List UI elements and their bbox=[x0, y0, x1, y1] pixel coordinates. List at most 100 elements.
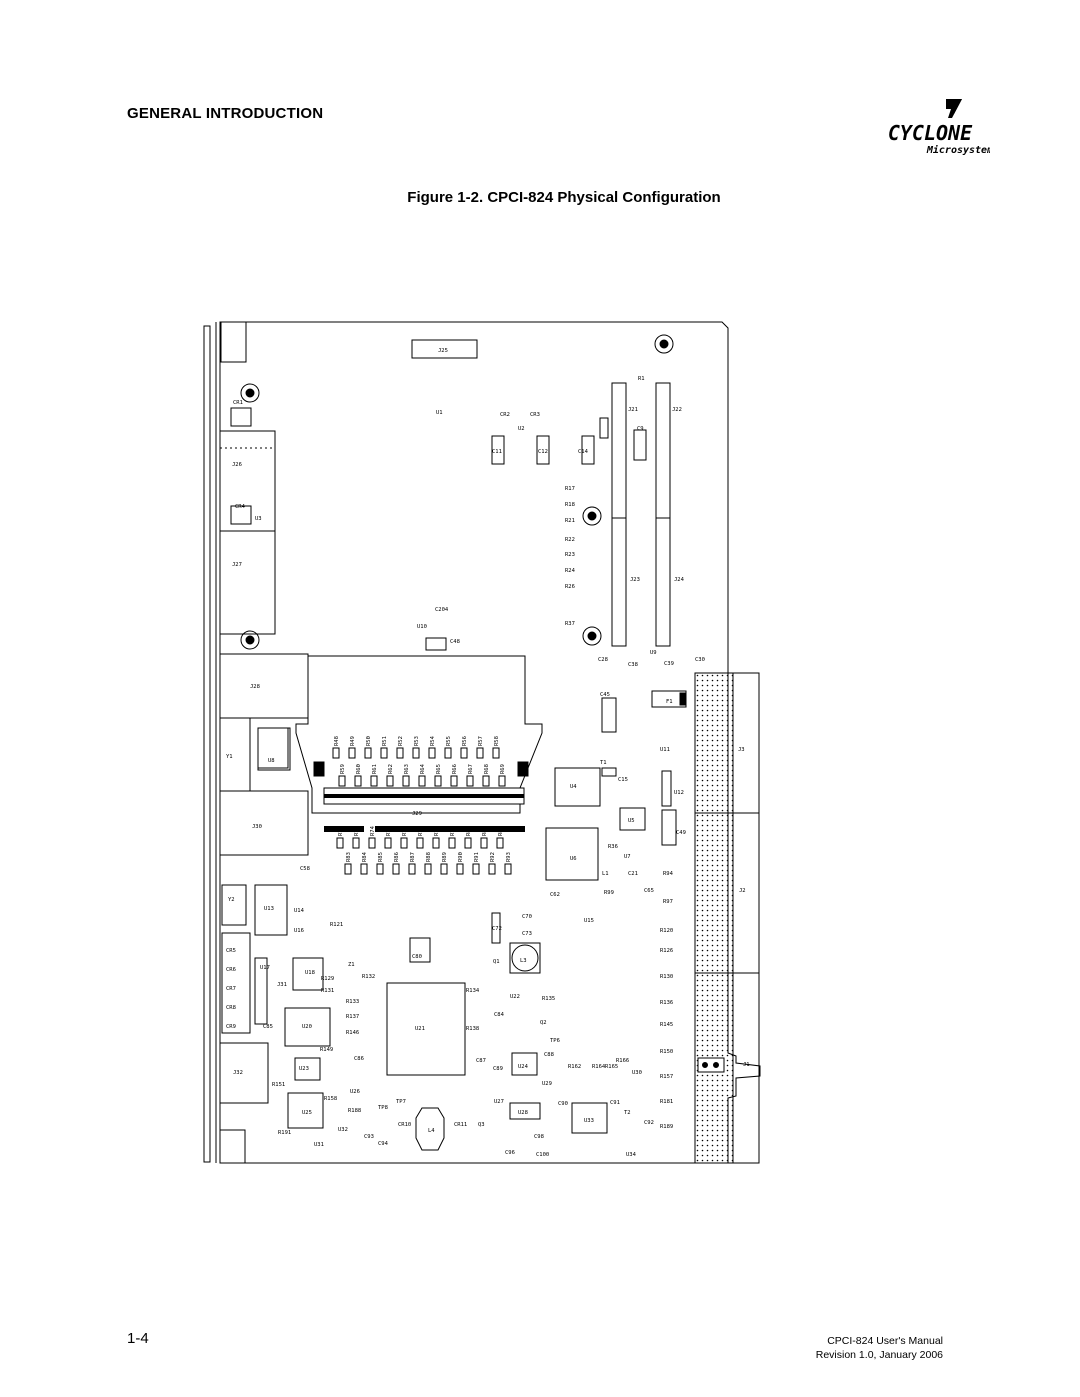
socket-j22 bbox=[655, 382, 671, 519]
label-j27: J27 bbox=[232, 562, 242, 568]
resistor-pad bbox=[348, 747, 356, 759]
label-j24: J24 bbox=[674, 577, 685, 583]
socket-j21 bbox=[611, 382, 627, 519]
label-r22: R22 bbox=[565, 537, 575, 543]
chip-u8 bbox=[257, 727, 291, 771]
label-c15: C15 bbox=[618, 777, 628, 783]
label-c14: C14 bbox=[578, 449, 589, 455]
label-r181: R181 bbox=[660, 1099, 673, 1105]
label-r131: R131 bbox=[321, 988, 334, 994]
label-r164: R164 bbox=[592, 1064, 606, 1070]
label-c90: C90 bbox=[558, 1101, 568, 1107]
chip-u33 bbox=[571, 1102, 608, 1134]
resistor-pad bbox=[400, 837, 408, 849]
label-u7: U7 bbox=[624, 854, 631, 860]
resistor-label: R81 bbox=[482, 826, 488, 836]
resistor-pad bbox=[412, 747, 420, 759]
resistor-pad bbox=[498, 775, 506, 787]
resistor-label: R61 bbox=[372, 764, 378, 774]
resistor-label: R72 bbox=[338, 826, 344, 836]
label-r94: R94 bbox=[663, 871, 674, 877]
revision-date: Revision 1.0, January 2006 bbox=[815, 1349, 943, 1361]
resistor-label: R90 bbox=[458, 852, 464, 862]
label-r120: R120 bbox=[660, 928, 673, 934]
resistor-pad bbox=[472, 863, 480, 875]
label-c72: C72 bbox=[492, 926, 502, 932]
label-c9: C9 bbox=[637, 426, 644, 432]
chip-u28 bbox=[509, 1102, 541, 1120]
connector-j30 bbox=[219, 790, 309, 856]
resistor-label: R93 bbox=[506, 852, 512, 862]
resistor-label: R79 bbox=[450, 826, 456, 836]
label-u12: U12 bbox=[674, 790, 684, 796]
resistor-pad bbox=[466, 775, 474, 787]
resistor-pad bbox=[418, 775, 426, 787]
resistor-pad bbox=[380, 747, 388, 759]
label-r26: R26 bbox=[565, 584, 575, 590]
label-c49: C49 bbox=[676, 830, 686, 836]
label-u30: U30 bbox=[632, 1070, 642, 1076]
connector-j25 bbox=[411, 339, 478, 359]
label-r189: R189 bbox=[660, 1124, 673, 1130]
label-l4: L4 bbox=[428, 1128, 435, 1134]
label-r21: R21 bbox=[565, 518, 575, 524]
label-u22: U22 bbox=[510, 994, 520, 1000]
resistor-pad bbox=[384, 837, 392, 849]
connector-j27 bbox=[219, 530, 276, 635]
label-r134: R134 bbox=[466, 988, 480, 994]
label-r145: R145 bbox=[660, 1022, 673, 1028]
resistor-pad bbox=[492, 747, 500, 759]
resistor-label: R83 bbox=[346, 852, 352, 862]
label-r1: R1 bbox=[638, 376, 645, 382]
label-r97: R97 bbox=[663, 899, 673, 905]
label-c92: C92 bbox=[644, 1120, 654, 1126]
label-u26: U26 bbox=[350, 1089, 360, 1095]
resistor-pad bbox=[428, 747, 436, 759]
label-tp6: TP6 bbox=[550, 1038, 560, 1044]
label-c38: C38 bbox=[628, 662, 638, 668]
resistor-pad bbox=[408, 863, 416, 875]
resistor-pad bbox=[456, 863, 464, 875]
label-c88: C88 bbox=[544, 1052, 554, 1058]
resistor-pad bbox=[424, 863, 432, 875]
company-logo: CYCLONE Microsystems bbox=[888, 99, 990, 156]
label-c85: C85 bbox=[263, 1024, 273, 1030]
resistor-pad bbox=[504, 863, 512, 875]
label-c70: C70 bbox=[522, 914, 532, 920]
label-r188: R188 bbox=[348, 1108, 361, 1114]
resistor-label: R88 bbox=[426, 852, 432, 862]
label-c21: C21 bbox=[628, 871, 638, 877]
chip-u25 bbox=[287, 1092, 324, 1129]
label-c39: C39 bbox=[664, 661, 674, 667]
resistor-pad bbox=[360, 863, 368, 875]
label-r18: R18 bbox=[565, 502, 575, 508]
label-u23: U23 bbox=[299, 1066, 309, 1072]
label-cr9: CR9 bbox=[226, 1024, 236, 1030]
resistor-pad bbox=[480, 837, 488, 849]
label-c91: C91 bbox=[610, 1100, 620, 1106]
resistor-label: R62 bbox=[388, 764, 394, 774]
resistor-label: R80 bbox=[466, 826, 472, 836]
label-j30: J30 bbox=[252, 824, 262, 830]
resistor-pad bbox=[450, 775, 458, 787]
resistor-label: R52 bbox=[398, 736, 404, 746]
resistor-pad bbox=[352, 837, 360, 849]
label-r129: R129 bbox=[321, 976, 334, 982]
resistor-pad bbox=[432, 837, 440, 849]
label-t2: T2 bbox=[624, 1110, 631, 1116]
label-t1: T1 bbox=[600, 760, 607, 766]
label-tp8: TP8 bbox=[378, 1105, 388, 1111]
inductor-l4 bbox=[415, 1107, 445, 1151]
resistor-pad bbox=[344, 863, 352, 875]
label-u21: U21 bbox=[415, 1026, 425, 1032]
label-c58: C58 bbox=[300, 866, 310, 872]
label-q3: Q3 bbox=[478, 1122, 485, 1128]
label-u6: U6 bbox=[570, 856, 577, 862]
label-q1: Q1 bbox=[493, 959, 500, 965]
label-j28: J28 bbox=[250, 684, 260, 690]
label-j26: J26 bbox=[232, 462, 242, 468]
label-c65: C65 bbox=[644, 888, 654, 894]
label-cr3: CR3 bbox=[530, 412, 540, 418]
label-u8: U8 bbox=[268, 758, 275, 764]
label-cr8: CR8 bbox=[226, 1005, 236, 1011]
